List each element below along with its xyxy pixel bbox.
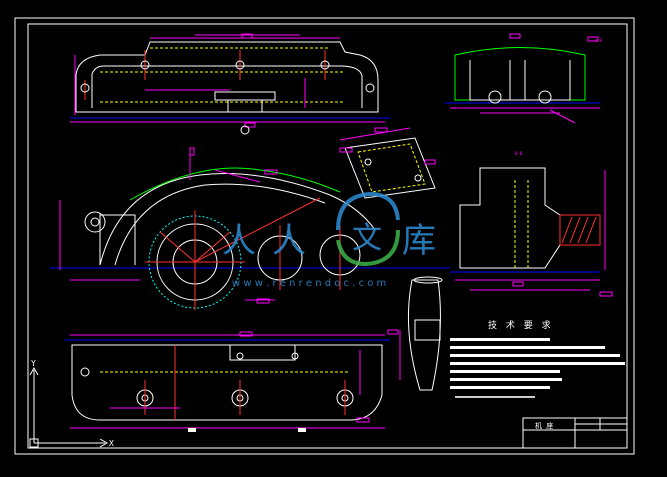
side-detail-dimensions: [387, 329, 401, 380]
section-a-slot: [509, 60, 526, 100]
watermark-url: w w w . r e n r e n d o c . c o m: [232, 278, 386, 289]
ucs-x-label: X: [109, 439, 114, 448]
section-b-label: B-B: [515, 151, 523, 156]
inner-border: [27, 23, 628, 449]
requirement-line-8: [455, 396, 535, 398]
section-view-a: A-A: [445, 33, 603, 124]
swirl-logo-arc-green: [336, 229, 400, 267]
side-detail-slot: [414, 319, 441, 341]
watermark-char-3: 文: [352, 221, 382, 256]
requirement-line-4: [450, 362, 625, 365]
inclined-hole-1: [364, 158, 372, 166]
section-b-hidden: [514, 180, 529, 268]
section-view-b: B-B: [450, 151, 613, 297]
bottom-view-mark-left: [188, 428, 196, 432]
ucs-y-arrow: [29, 366, 39, 376]
side-detail-outline: [407, 279, 441, 391]
ucs-axis-icon: Y X: [29, 359, 114, 448]
side-detail-view: [387, 276, 443, 391]
requirement-line-1: [450, 338, 550, 341]
swirl-logo-icon: [336, 191, 400, 267]
technical-requirements: 技 术 要 求: [450, 319, 625, 398]
top-view-outline: [75, 41, 379, 113]
swirl-logo-arc-blue: [336, 191, 400, 231]
section-a-hole-right: [538, 90, 552, 104]
top-view-dimensions: [70, 33, 385, 128]
watermark: 人 人 文 库 w w w . r e n r e n d o c . c o …: [222, 191, 436, 289]
watermark-char-4: 库: [402, 221, 436, 261]
top-view-inner: [91, 65, 363, 108]
section-a-hole-left: [488, 90, 502, 104]
section-b-hatch-zone: [559, 214, 601, 246]
section-a-outline: [469, 60, 571, 101]
side-detail-top: [413, 276, 443, 284]
elevation-boss-left-hole: [90, 217, 100, 227]
inclined-detail-view: [339, 127, 436, 199]
bottom-view-outline: [71, 344, 383, 421]
top-view-holes: [80, 60, 375, 135]
inclined-detail-outline: [344, 137, 436, 199]
bottom-view-dimensions: [70, 331, 385, 429]
requirement-line-5: [450, 370, 560, 373]
section-a-dimensions: [450, 33, 600, 124]
top-plan-view: [70, 33, 390, 135]
ucs-y-label: Y: [31, 359, 36, 368]
ucs-origin-box: [29, 438, 39, 448]
elevation-green-curve: [129, 167, 341, 201]
requirement-line-7: [450, 386, 550, 389]
title-block-cell-label: 机 座: [535, 421, 553, 430]
section-a-label: A-A: [595, 38, 603, 43]
bottom-view-notch: [229, 345, 296, 361]
ucs-x-arrow: [99, 438, 109, 448]
section-b-hatching: [561, 216, 597, 244]
watermark-char-1: 人: [222, 221, 256, 261]
requirement-line-2: [450, 346, 605, 349]
section-b-outline: [459, 167, 601, 269]
inclined-hole-2: [414, 174, 422, 182]
elevation-left-block: [99, 214, 136, 265]
top-view-hidden-lines: [100, 47, 345, 103]
requirements-title: 技 术 要 求: [488, 319, 554, 331]
bottom-view-holes: [80, 352, 354, 407]
inclined-detail-dimensions: [339, 127, 436, 165]
requirement-line-6: [450, 378, 562, 381]
bottom-view-centerlines: [144, 345, 346, 420]
section-b-dimensions: [455, 170, 613, 297]
title-block: 机 座: [522, 417, 628, 449]
inclined-detail-hidden: [357, 143, 426, 193]
bottom-view-mark-right: [298, 428, 306, 432]
elevation-boss-left: [84, 211, 106, 233]
elevation-centerlines: [145, 197, 341, 310]
watermark-char-2: 人: [272, 221, 306, 261]
bottom-plan-view: [65, 331, 390, 432]
front-elevation-view: [50, 147, 450, 310]
elevation-inner-arc: [114, 183, 326, 266]
elevation-dimensions: [59, 147, 278, 304]
outer-border: [14, 17, 635, 455]
drawing-frame: [14, 17, 635, 455]
top-view-centerlines: [84, 50, 326, 100]
section-a-curve: [454, 47, 586, 101]
requirement-line-3: [450, 354, 620, 357]
